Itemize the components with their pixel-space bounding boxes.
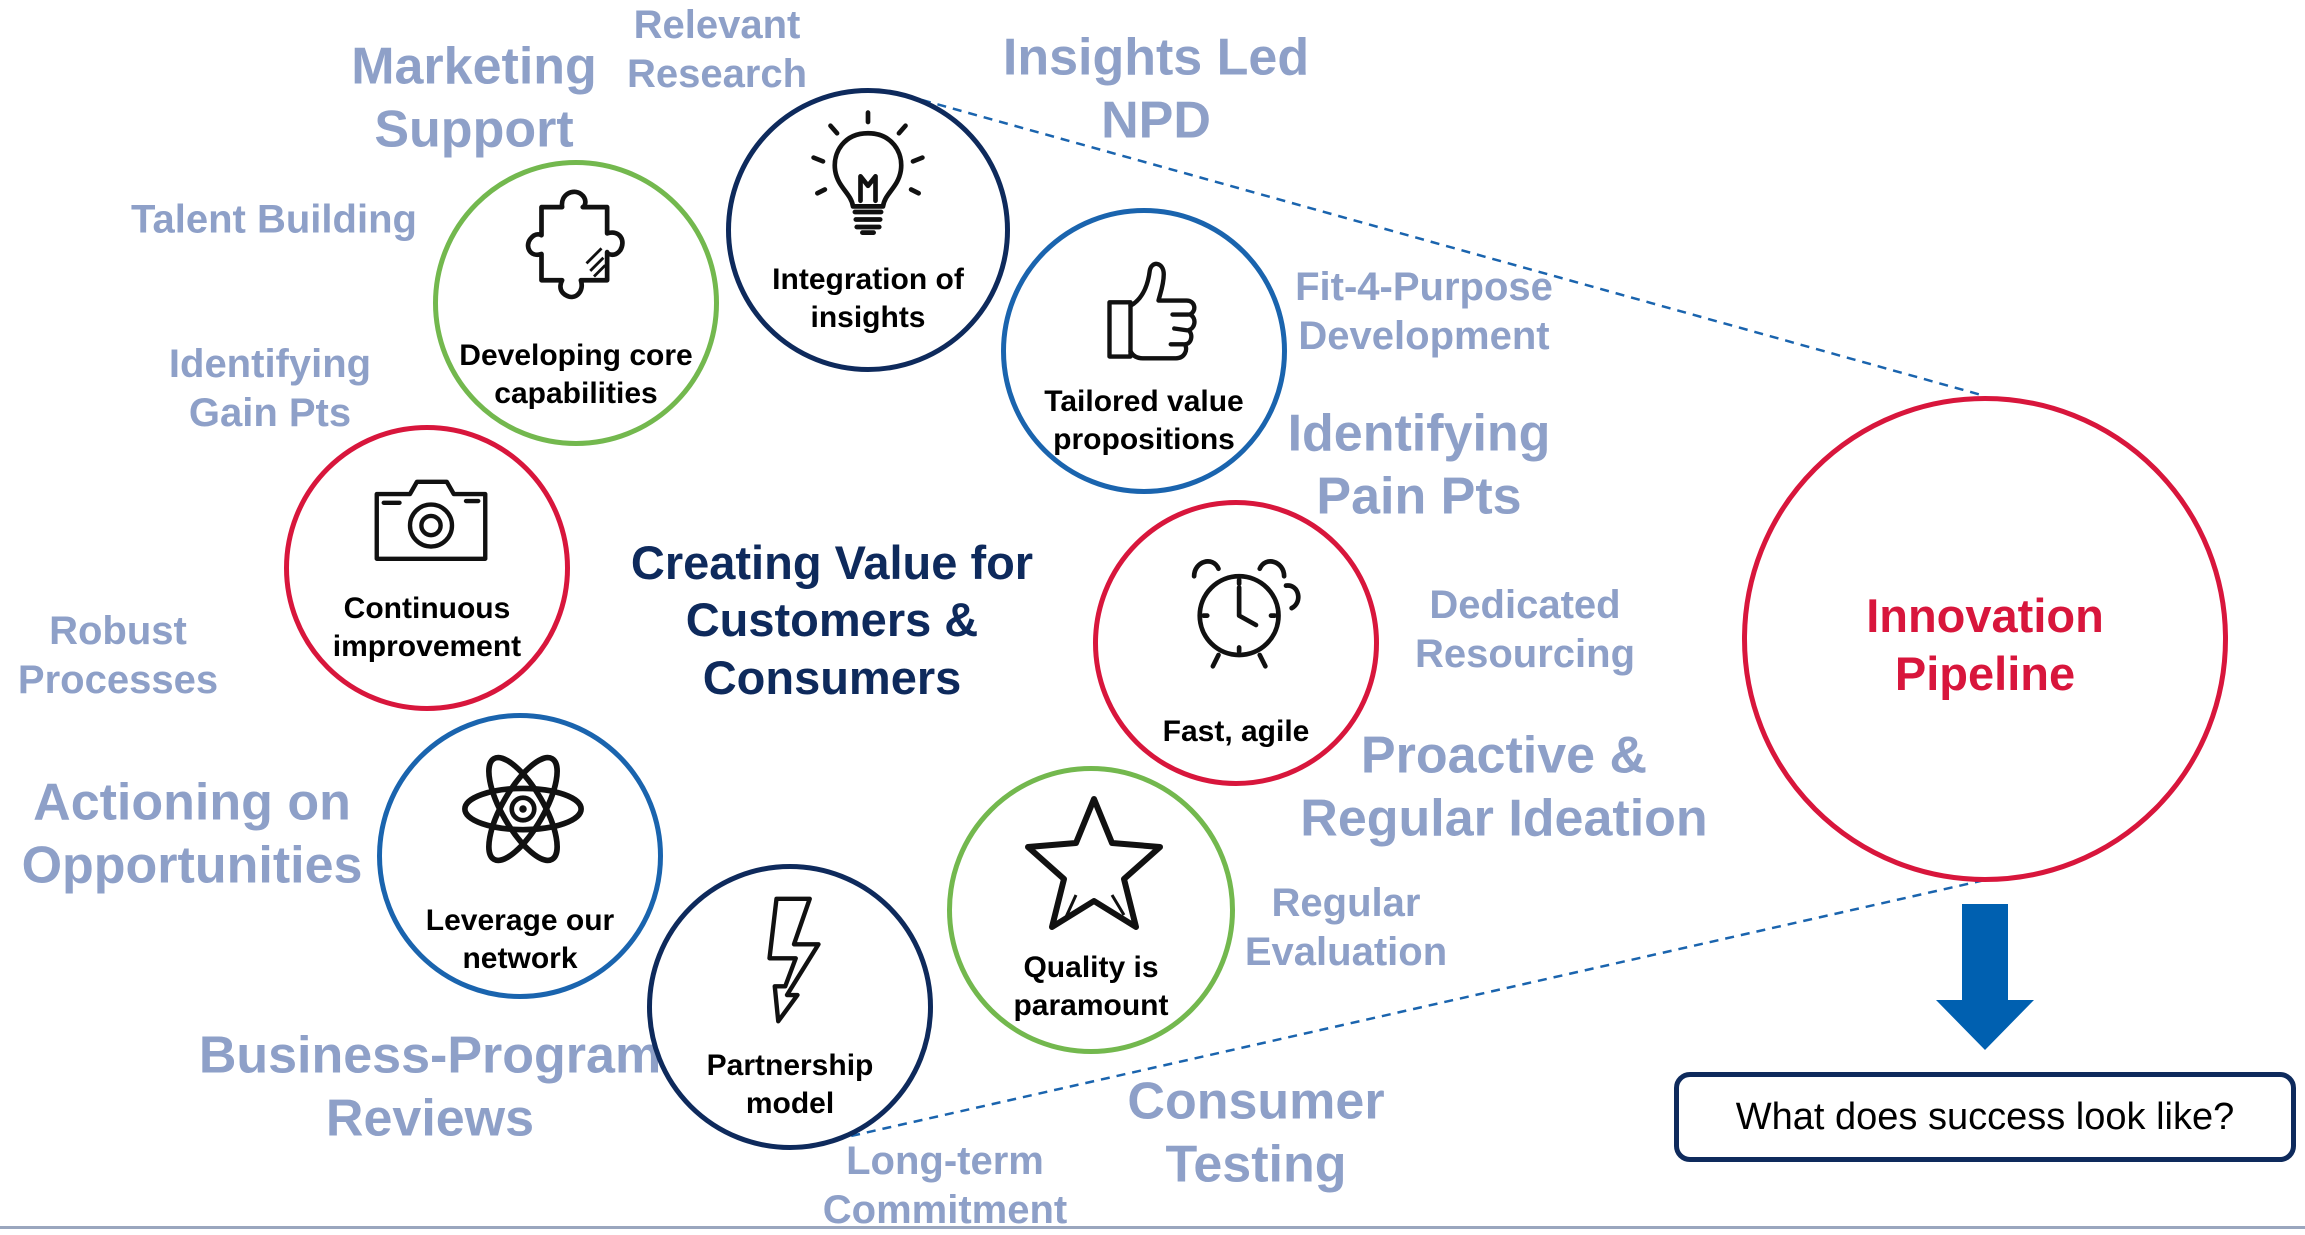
circle-label-line: capabilities xyxy=(494,377,658,411)
lightbulb-icon xyxy=(811,110,925,235)
center-title: Creating Value for Customers & Consumers xyxy=(630,536,1034,704)
circle-fast-agile: Fast, agile xyxy=(1093,500,1379,786)
atom-icon xyxy=(462,754,584,864)
circle-label-line: Integration of xyxy=(772,263,964,296)
circle-label-line: Tailored value xyxy=(1044,385,1244,418)
circle-label-line: Quality is xyxy=(1023,951,1159,984)
circle-label-line: insights xyxy=(810,301,926,335)
label-proactive-ideation: Proactive &Regular Ideation xyxy=(1300,726,1708,848)
alarm-clock-icon xyxy=(1191,559,1301,669)
success-question-text: What does success look like? xyxy=(1735,1095,2235,1138)
innovation-pipeline-circle: Innovation Pipeline xyxy=(1742,396,2228,882)
down-arrow-icon xyxy=(1936,904,2034,1050)
circle-label-line: network xyxy=(462,942,578,976)
circle-label-line: propositions xyxy=(1053,423,1235,457)
innovation-pipeline-title: Innovation Pipeline xyxy=(1866,589,2104,700)
projection-line-top xyxy=(921,98,1986,398)
success-question-box: What does success look like? xyxy=(1674,1072,2296,1162)
puzzle-piece-icon xyxy=(525,189,625,300)
circle-label-line: Fast, agile xyxy=(1162,715,1310,748)
circle-tailored-value-propositions: Tailored value propositions xyxy=(1001,208,1287,494)
thumbs-up-icon xyxy=(1107,261,1197,361)
circle-quality-is-paramount: Quality is paramount xyxy=(947,766,1235,1054)
circle-partnership-model: Partnership model xyxy=(647,864,933,1150)
circle-label-line: Developing core xyxy=(459,339,693,372)
circle-integration-of-insights: Integration of insights xyxy=(726,88,1010,372)
projection-line-bottom xyxy=(819,878,1986,1145)
lightning-bolt-icon xyxy=(767,896,821,1024)
label-talent-building: Talent Building xyxy=(131,197,417,242)
star-icon xyxy=(1025,796,1163,930)
circle-label-line: Leverage our xyxy=(425,904,615,937)
circle-continuous-improvement: Continuous improvement xyxy=(284,425,570,711)
camera-icon xyxy=(374,479,488,561)
circle-label-line: improvement xyxy=(332,630,522,664)
circle-label-line: paramount xyxy=(1013,989,1169,1023)
circle-label-line: Continuous xyxy=(343,592,511,625)
circle-developing-core-capabilities: Developing core capabilities xyxy=(433,160,719,446)
bottom-divider xyxy=(0,1226,2305,1229)
circle-leverage-our-network: Leverage our network xyxy=(377,713,663,999)
circle-label-line: model xyxy=(745,1087,835,1121)
circle-label-line: Partnership xyxy=(706,1049,874,1082)
